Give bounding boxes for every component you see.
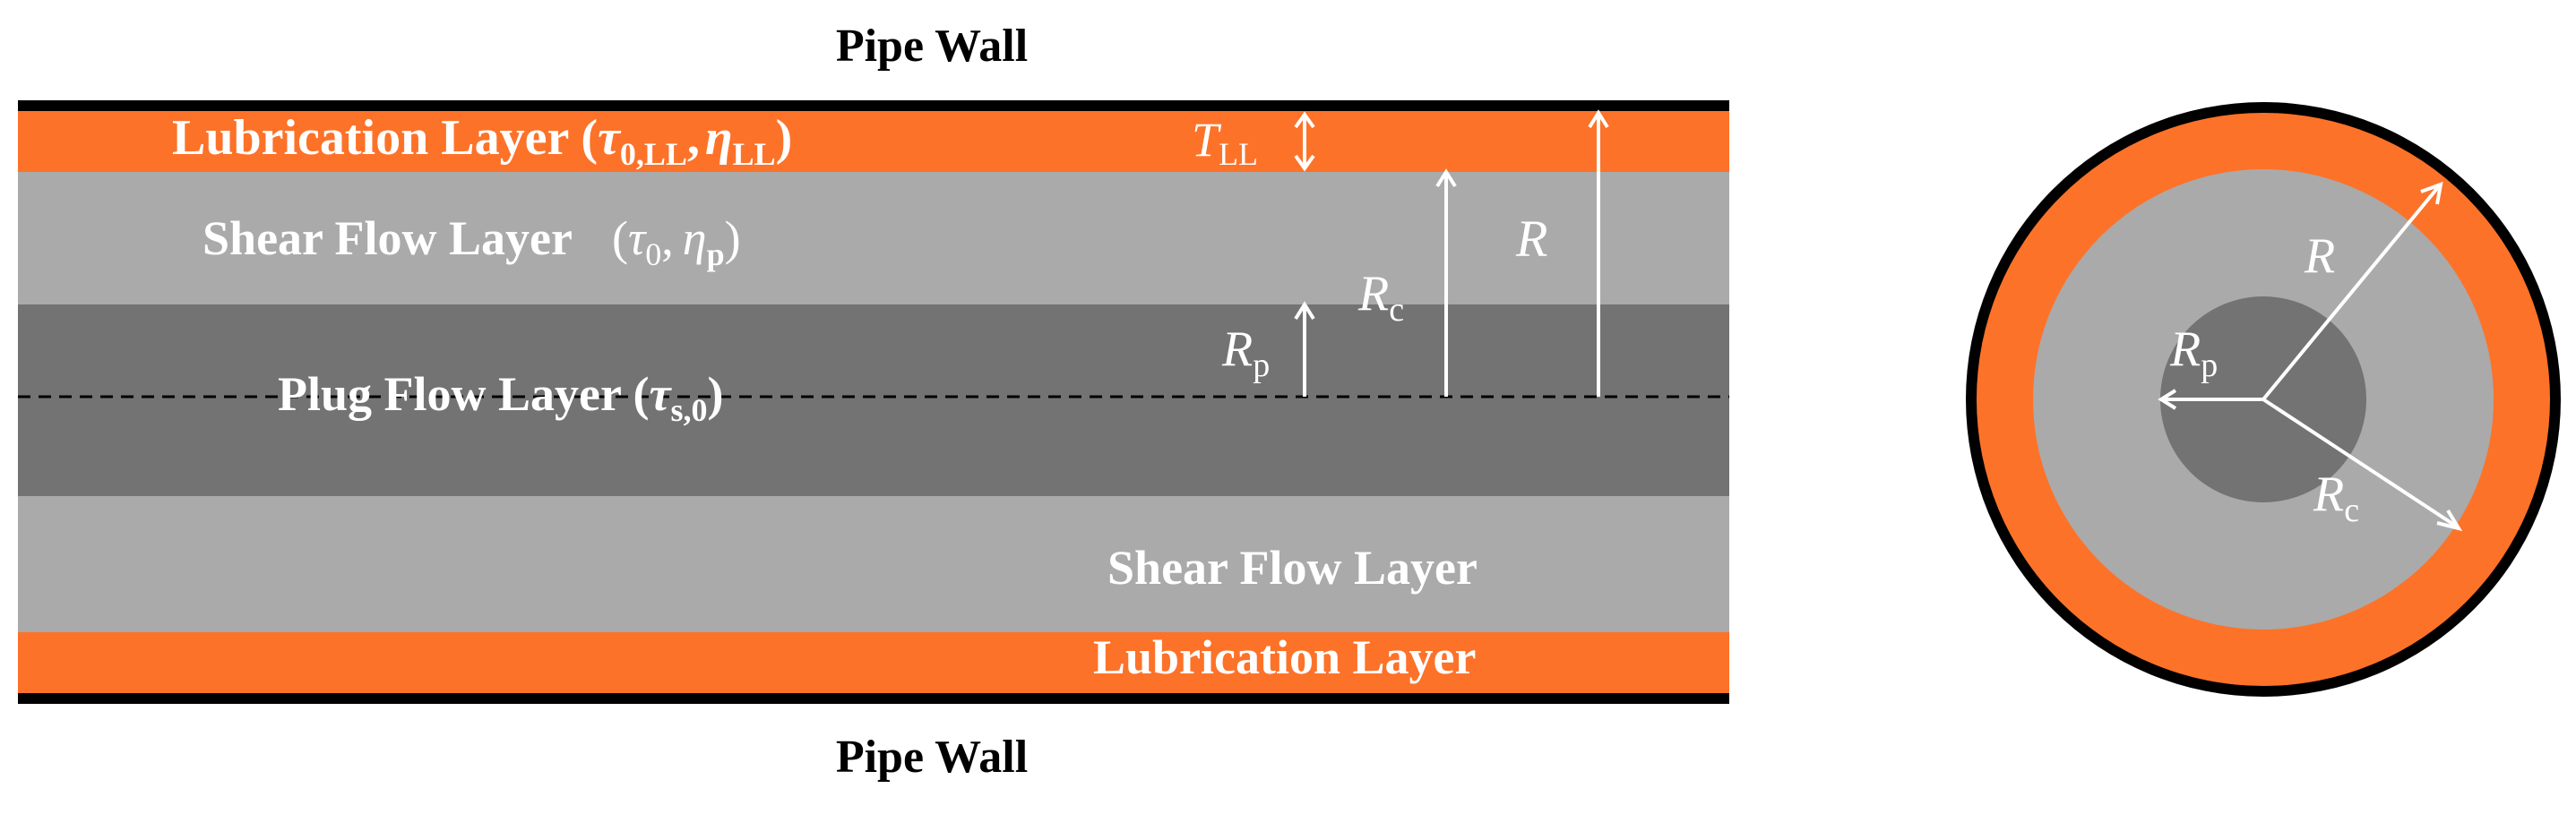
cross-r-p-label: Rp [2169,321,2218,384]
shear-flow-layer-bottom-label: Shear Flow Layer [1107,541,1478,595]
r-p-label: Rp [1221,321,1270,384]
cross-section: R Rp Rc [1966,102,2561,697]
lubrication-layer-bottom [18,632,1729,693]
shear-flow-layer-bottom [18,496,1729,632]
cross-r-label: R [2304,228,2335,284]
r-label: R [1515,210,1547,268]
r-c-arrow [1435,168,1457,397]
r-arrow [1588,109,1609,397]
lubrication-layer-top-label: Lubrication Layer (τ0,LL,ηLL) [172,110,792,172]
longitudinal-section: Pipe Wall Pipe Wall Lubrication Layer (τ… [18,21,1729,783]
t-ll-label: TLL [1192,113,1258,172]
plug-flow-layer-label: Plug Flow Layer (τs,0) [278,367,723,428]
cross-r-c-arrow [2262,398,2463,532]
plug-flow-layer [18,304,1729,496]
lubrication-layer-top [18,111,1729,172]
shear-flow-layer-top [18,172,1729,304]
cross-r-p-arrow [2158,389,2263,410]
t-ll-double-arrow [1294,111,1315,172]
pipe-wall-bottom-label: Pipe Wall [836,732,1028,783]
lubrication-layer-bottom-label: Lubrication Layer [1093,630,1477,684]
r-p-arrow [1294,301,1315,397]
cross-r-arrow [2262,181,2443,401]
cross-r-c-label: Rc [2313,467,2359,529]
r-c-label: Rc [1357,266,1404,329]
shear-flow-layer-top-label: Shear Flow Layer(τ0,ηp) [202,211,741,272]
pipe-wall-bottom-line [18,693,1729,704]
pipe-wall-top-line [18,100,1729,111]
pipe-wall-top-label: Pipe Wall [836,21,1028,72]
